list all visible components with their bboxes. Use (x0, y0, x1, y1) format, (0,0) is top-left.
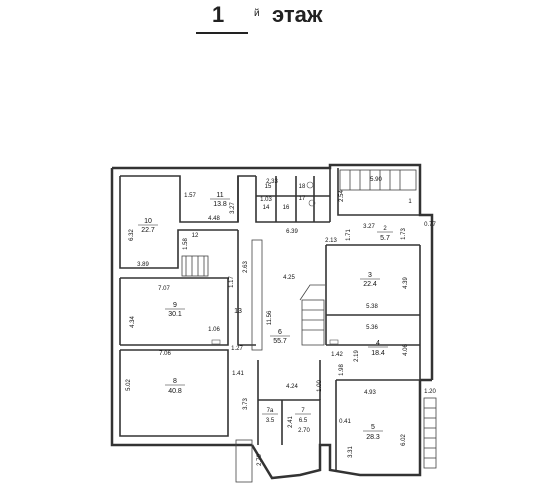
dimension-label: 3.73 (243, 398, 249, 410)
dimension-label: 5.90 (370, 177, 382, 183)
dimension-label: 2.54 (339, 190, 345, 202)
room-label: 16 (283, 205, 290, 211)
dimension-label: 5.02 (126, 379, 132, 391)
dimension-label: 1.98 (339, 364, 345, 376)
room-area: 22.4 (363, 281, 377, 288)
dimension-label: 1.17 (229, 276, 235, 288)
dimension-label: 1.06 (208, 327, 220, 333)
dimension-label: 1.27 (231, 346, 243, 352)
room-label: 15 (265, 184, 272, 190)
dimension-label: 6.02 (401, 434, 407, 446)
dimension-label: 2.41 (288, 416, 294, 428)
room-area: 3.5 (266, 418, 275, 424)
room-area: 28.3 (366, 434, 380, 441)
room-area: 30.1 (168, 311, 182, 318)
room-label: 7 (301, 408, 305, 414)
dimension-label: 3.27 (230, 202, 236, 214)
floor-suffix: й (254, 8, 260, 19)
room-label: 8 (173, 378, 177, 385)
dimension-label: 1.58 (183, 238, 189, 250)
dimension-label: 3.89 (137, 262, 149, 268)
room-label: 13 (234, 308, 242, 315)
dimension-label: 5.38 (366, 304, 378, 310)
dimension-label: 1.03 (260, 197, 272, 203)
room-label: 11 (216, 192, 223, 199)
dimension-label: 4.34 (130, 316, 136, 328)
dimension-label: 0.77 (424, 222, 436, 228)
dimension-label: 3.27 (363, 224, 375, 230)
dimension-label: 4.25 (283, 275, 295, 281)
dimension-label: 2.13 (325, 238, 337, 244)
dimension-label: 4.06 (403, 344, 409, 356)
dimension-label: 0.41 (339, 419, 351, 425)
dimension-label: 2.70 (257, 454, 263, 466)
dimension-label: 4.24 (286, 384, 298, 390)
room-label: 14 (263, 205, 270, 211)
dimension-label: 1.57 (184, 193, 196, 199)
dimension-label: 7.06 (159, 351, 171, 357)
fixtures (211, 181, 339, 345)
dimension-label: 1.73 (401, 228, 407, 240)
room-label: 3 (368, 272, 372, 279)
dimension-label: 6.39 (286, 229, 298, 235)
dimension-label: 1.00 (317, 380, 323, 392)
floor-number-underline (196, 32, 248, 34)
dimension-label: 2.63 (243, 261, 249, 273)
dimension-label: 11.56 (267, 310, 273, 325)
dimension-label: 1.42 (331, 352, 343, 358)
room-area: 5.7 (380, 235, 390, 242)
floor-number: 1 (212, 2, 225, 27)
dimension-label: 4.39 (403, 277, 409, 289)
dimension-label: 1.71 (346, 229, 352, 241)
room-label: 9 (173, 302, 177, 309)
dimension-label: 2.33 (266, 179, 278, 185)
room-label: 4 (376, 340, 380, 347)
room-labels: 10 22.7 11 13.8 12 9 30.1 8 40.8 13 6 55… (138, 184, 412, 441)
room-label: 1 (408, 199, 412, 205)
page-header: 1 й этаж (0, 0, 538, 60)
dimension-labels: 6.32 3.89 1.57 4.48 3.27 1.58 7.07 4.34 … (126, 177, 436, 466)
room-area: 13.8 (213, 201, 227, 208)
inner-walls (119, 168, 421, 470)
room-label: 6 (278, 329, 282, 336)
room-area: 6.5 (299, 418, 308, 424)
floor-word: этаж (272, 2, 323, 27)
dimension-label: 3.31 (348, 446, 354, 458)
dimension-label: 2.70 (298, 428, 310, 434)
room-label: 17 (299, 196, 306, 202)
dimension-label: 4.48 (208, 216, 220, 222)
room-label: 7а (267, 408, 274, 414)
room-label: 2 (383, 226, 387, 232)
dimension-label: 7.07 (158, 286, 170, 292)
room-area: 18.4 (371, 350, 385, 357)
dimension-label: 1.20 (424, 389, 436, 395)
room-label: 18 (299, 184, 306, 190)
room-label: 5 (371, 424, 375, 431)
room-label: 10 (144, 218, 152, 225)
stairs (181, 169, 437, 483)
dimension-label: 5.36 (366, 325, 378, 331)
dimension-label: 6.32 (129, 229, 135, 241)
room-label: 12 (192, 233, 199, 239)
room-area: 55.7 (273, 338, 287, 345)
dimension-label: 4.93 (364, 390, 376, 396)
room-area: 40.8 (168, 388, 182, 395)
dimension-label: 1.41 (232, 371, 244, 377)
dimension-label: 2.19 (354, 350, 360, 362)
room-area: 22.7 (141, 227, 155, 234)
